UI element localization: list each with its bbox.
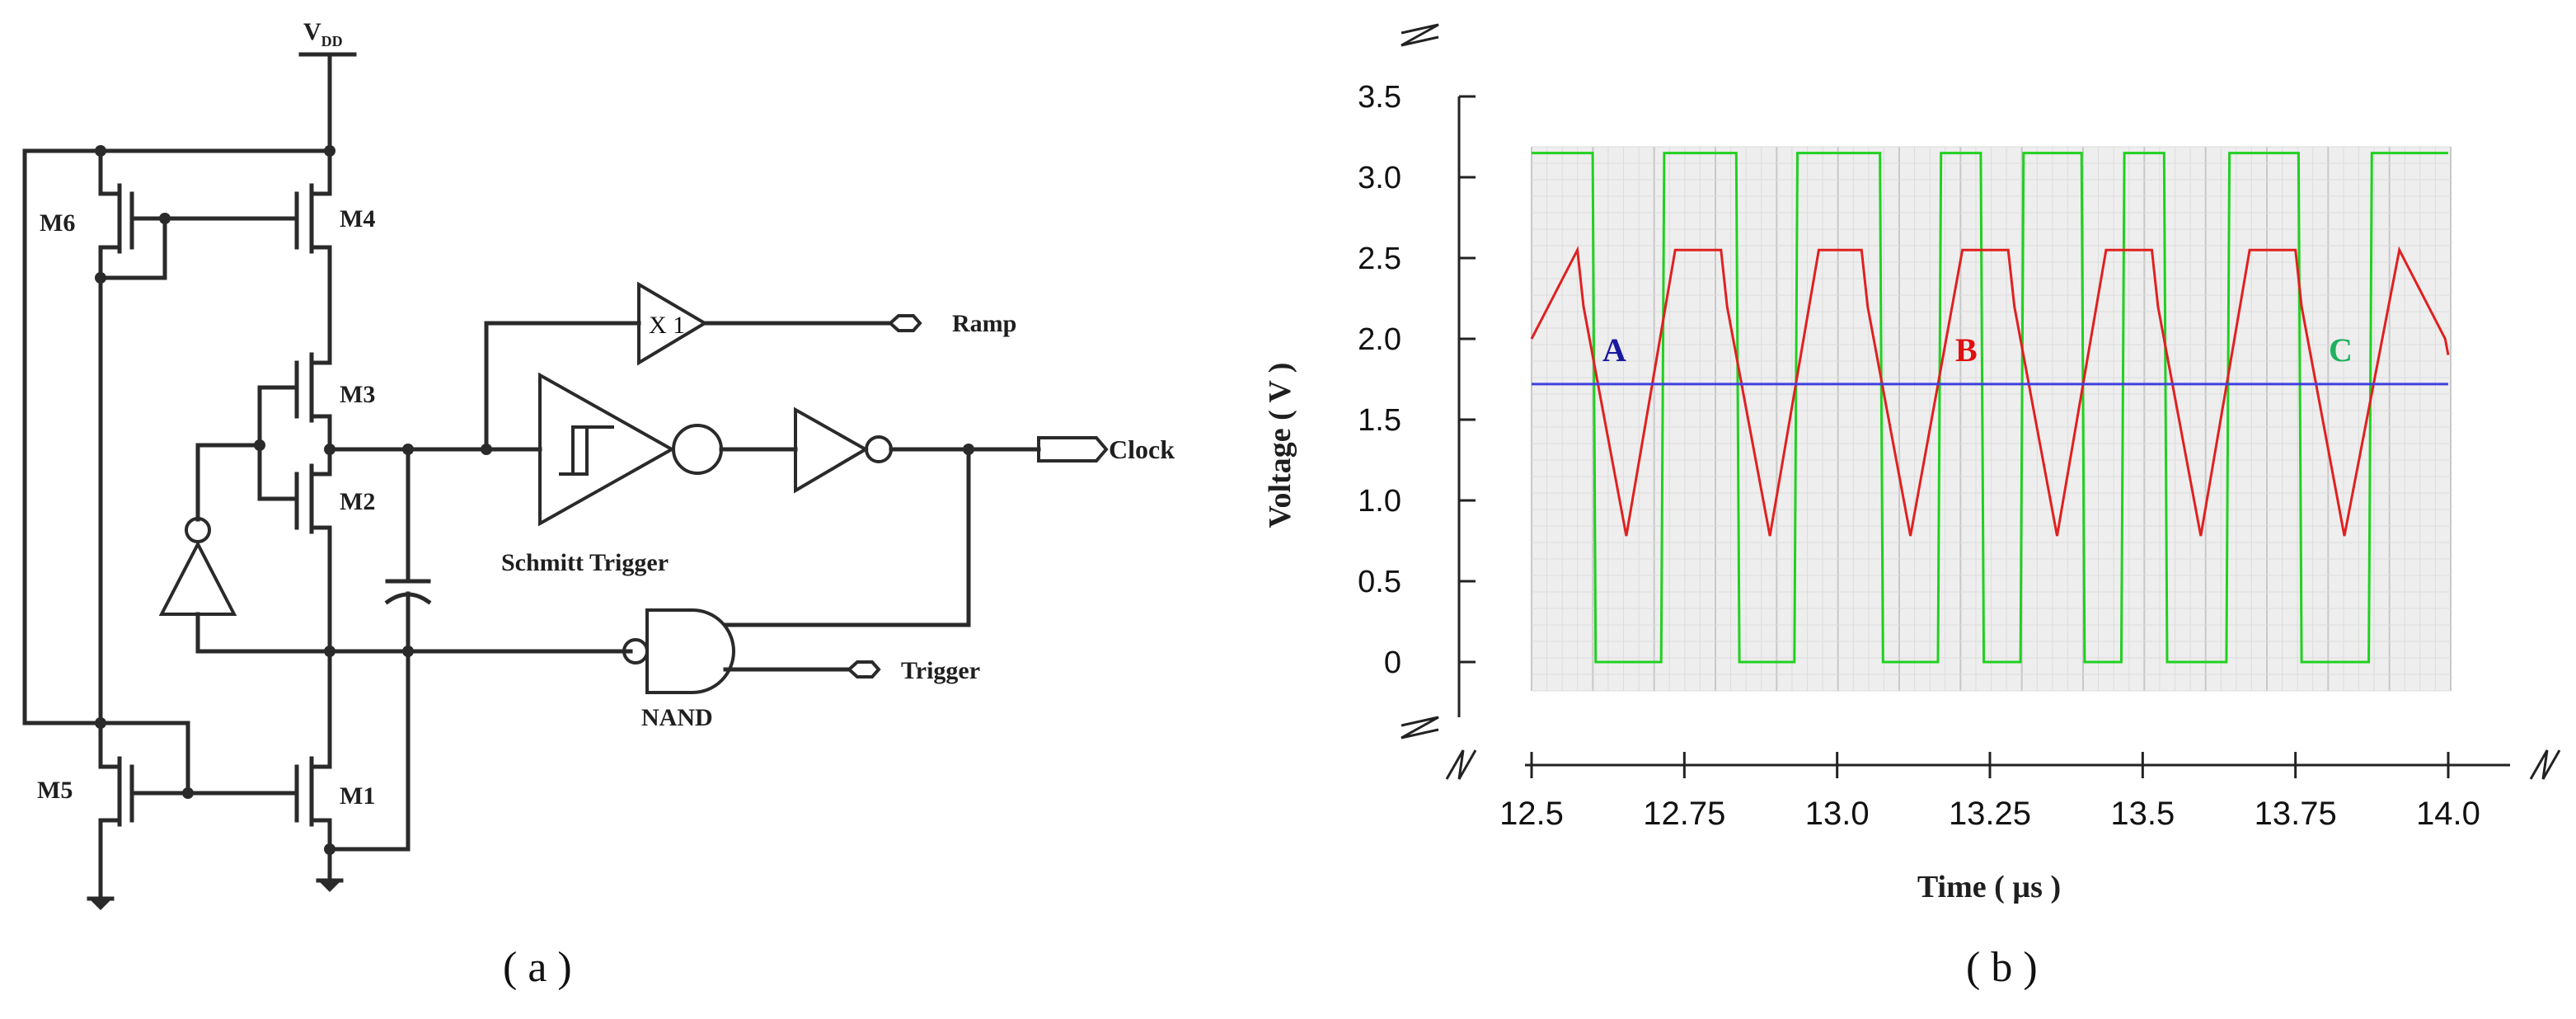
y-tick-label: 0.5 [1358,565,1401,599]
circuit-schematic: VDD M6 M4 [22,18,1175,991]
svg-text:M3: M3 [340,381,375,408]
clock-label: Clock [1109,434,1175,464]
x-tick-label: 14.0 [2416,796,2480,832]
marker-c: C [2329,331,2353,369]
schmitt-trigger: Schmitt Trigger [484,372,798,576]
y-tick-labels: 0 0.5 1.0 1.5 2.0 2.5 3.0 3.5 [1358,80,1401,680]
x-tick-label: 12.75 [1643,796,1725,832]
y-tick-label: 2.5 [1358,242,1401,276]
svg-text:M5: M5 [37,777,73,804]
x-tick-label: 13.25 [1949,796,2031,832]
y-tick-label: 3.0 [1358,161,1401,195]
axes [1401,23,2561,780]
trigger-label: Trigger [901,657,980,684]
series-line-0 [1532,152,2448,664]
nand-label: NAND [641,704,713,731]
svg-text:X 1: X 1 [649,312,685,339]
y-break-bottom [1401,716,1439,740]
nand-gate: Trigger NAND [622,447,980,731]
series-line-1 [1530,246,2450,537]
transistor-m4: M4 [294,148,375,365]
grid [1531,146,2452,692]
schmitt-label: Schmitt Trigger [501,549,669,576]
y-tick-label: 0 [1384,646,1401,680]
transistor-m3: M3 [257,352,375,501]
x-tick-label: 13.5 [2110,796,2175,832]
ramp-label: Ramp [952,310,1016,337]
inverter-feedback [158,517,633,654]
transistor-m5: M5 [37,721,299,910]
transistor-m2: M2 [294,414,375,769]
series-group [1530,152,2450,664]
capacitor [384,447,432,852]
caption-a: ( a ) [503,944,572,991]
svg-text:M1: M1 [340,782,375,810]
y-axis-label: Voltage ( V ) [1263,363,1297,528]
svg-text:M6: M6 [40,209,75,237]
x-break-right [2529,749,2561,780]
transistor-m1: M1 [294,756,411,892]
y-tick-label: 3.5 [1358,80,1401,115]
caption-b: ( b ) [1966,944,2038,991]
x-tick-labels: 12.5 12.75 13.0 13.25 13.5 13.75 14.0 [1499,796,2480,832]
svg-text:M4: M4 [340,205,375,232]
waveform-plot: 0 0.5 1.0 1.5 2.0 2.5 3.0 3.5 12.5 12.75 13.0 13.2… [1263,23,2561,991]
x-tick-label: 13.0 [1805,796,1870,832]
x-break-left [1445,749,1477,780]
marker-b: B [1955,331,1978,369]
x-axis-label: Time ( µs ) [1917,870,2061,904]
svg-text:M2: M2 [340,488,375,515]
x-tick-label: 12.5 [1499,796,1564,832]
y-tick-label: 2.0 [1358,322,1401,357]
inverter-output: Clock [794,406,1175,494]
vdd-label: VDD [303,18,343,49]
y-tick-label: 1.5 [1358,403,1401,438]
y-tick-label: 1.0 [1358,484,1401,519]
marker-a: A [1602,331,1626,369]
y-break-top [1401,23,1439,47]
x-tick-label: 13.75 [2255,796,2337,832]
ramp-buffer: X 1 Ramp [484,281,1016,452]
transistor-m6: M6 [40,148,299,284]
